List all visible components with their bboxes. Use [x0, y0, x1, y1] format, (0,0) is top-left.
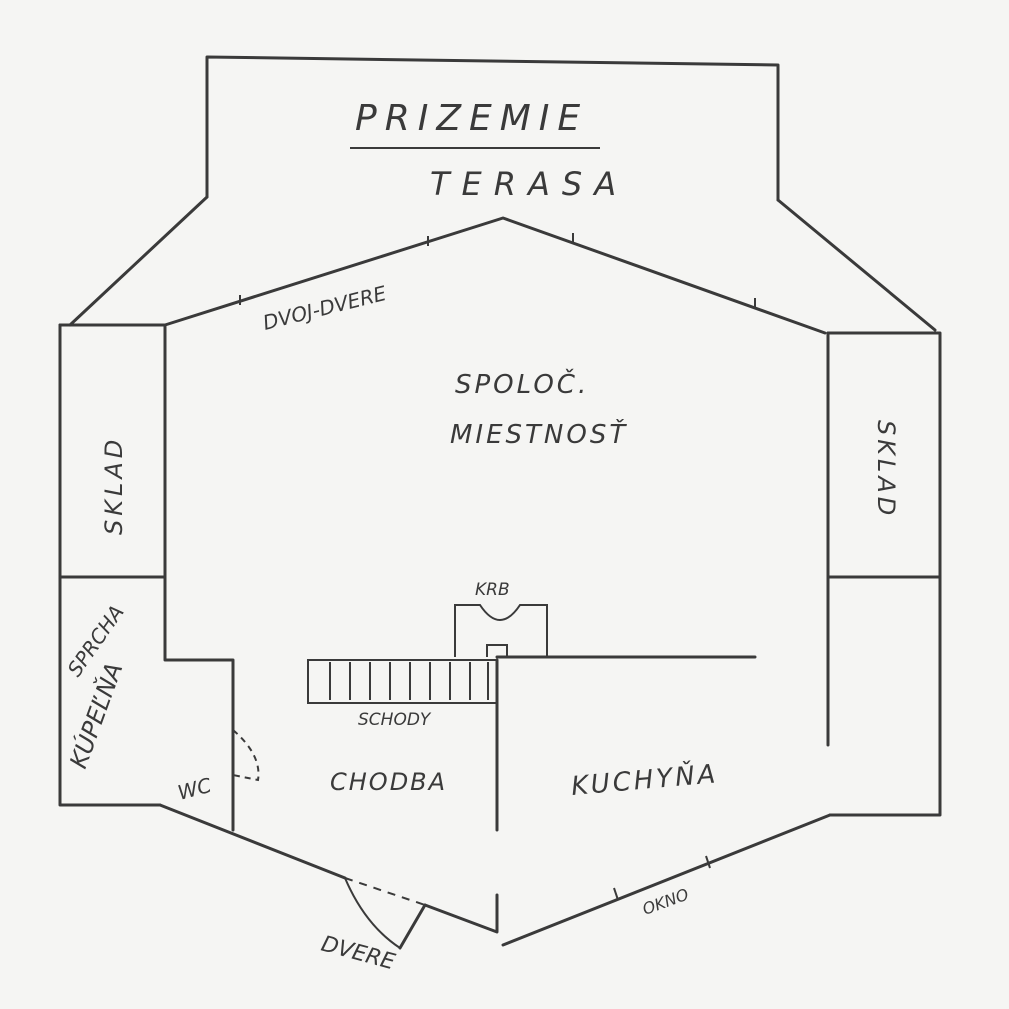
common-room-label-2: MIESTNOSŤ [450, 418, 628, 450]
fireplace-label: KRB [475, 580, 510, 600]
common-room-label-1: SPOLOČ. [455, 368, 589, 400]
left-storage-label: SKLAD [100, 436, 128, 535]
hallway-label: CHODBA [330, 768, 447, 796]
kitchen-label: KUCHYŇA [570, 757, 720, 802]
stairs [307, 659, 498, 704]
right-storage-wall [826, 331, 942, 817]
wc-door [232, 729, 260, 782]
bathroom-label: KÚPEĽŇA [62, 658, 128, 772]
right-storage-label: SKLAD [872, 420, 900, 519]
window-label: OKNO [640, 885, 691, 919]
terrace-outline [68, 55, 937, 332]
bottom-wall [158, 803, 832, 950]
terrace-label: TERASA [430, 165, 628, 203]
plan-title: PRIZEMIE [355, 98, 588, 139]
stairs-label: SCHODY [358, 710, 432, 730]
wc-label: WC [175, 773, 214, 805]
double-door-marks [239, 233, 756, 308]
left-storage-wall [58, 323, 235, 832]
kitchen-wall [495, 655, 757, 832]
front-wall [163, 216, 827, 335]
fireplace-shape [454, 604, 548, 657]
